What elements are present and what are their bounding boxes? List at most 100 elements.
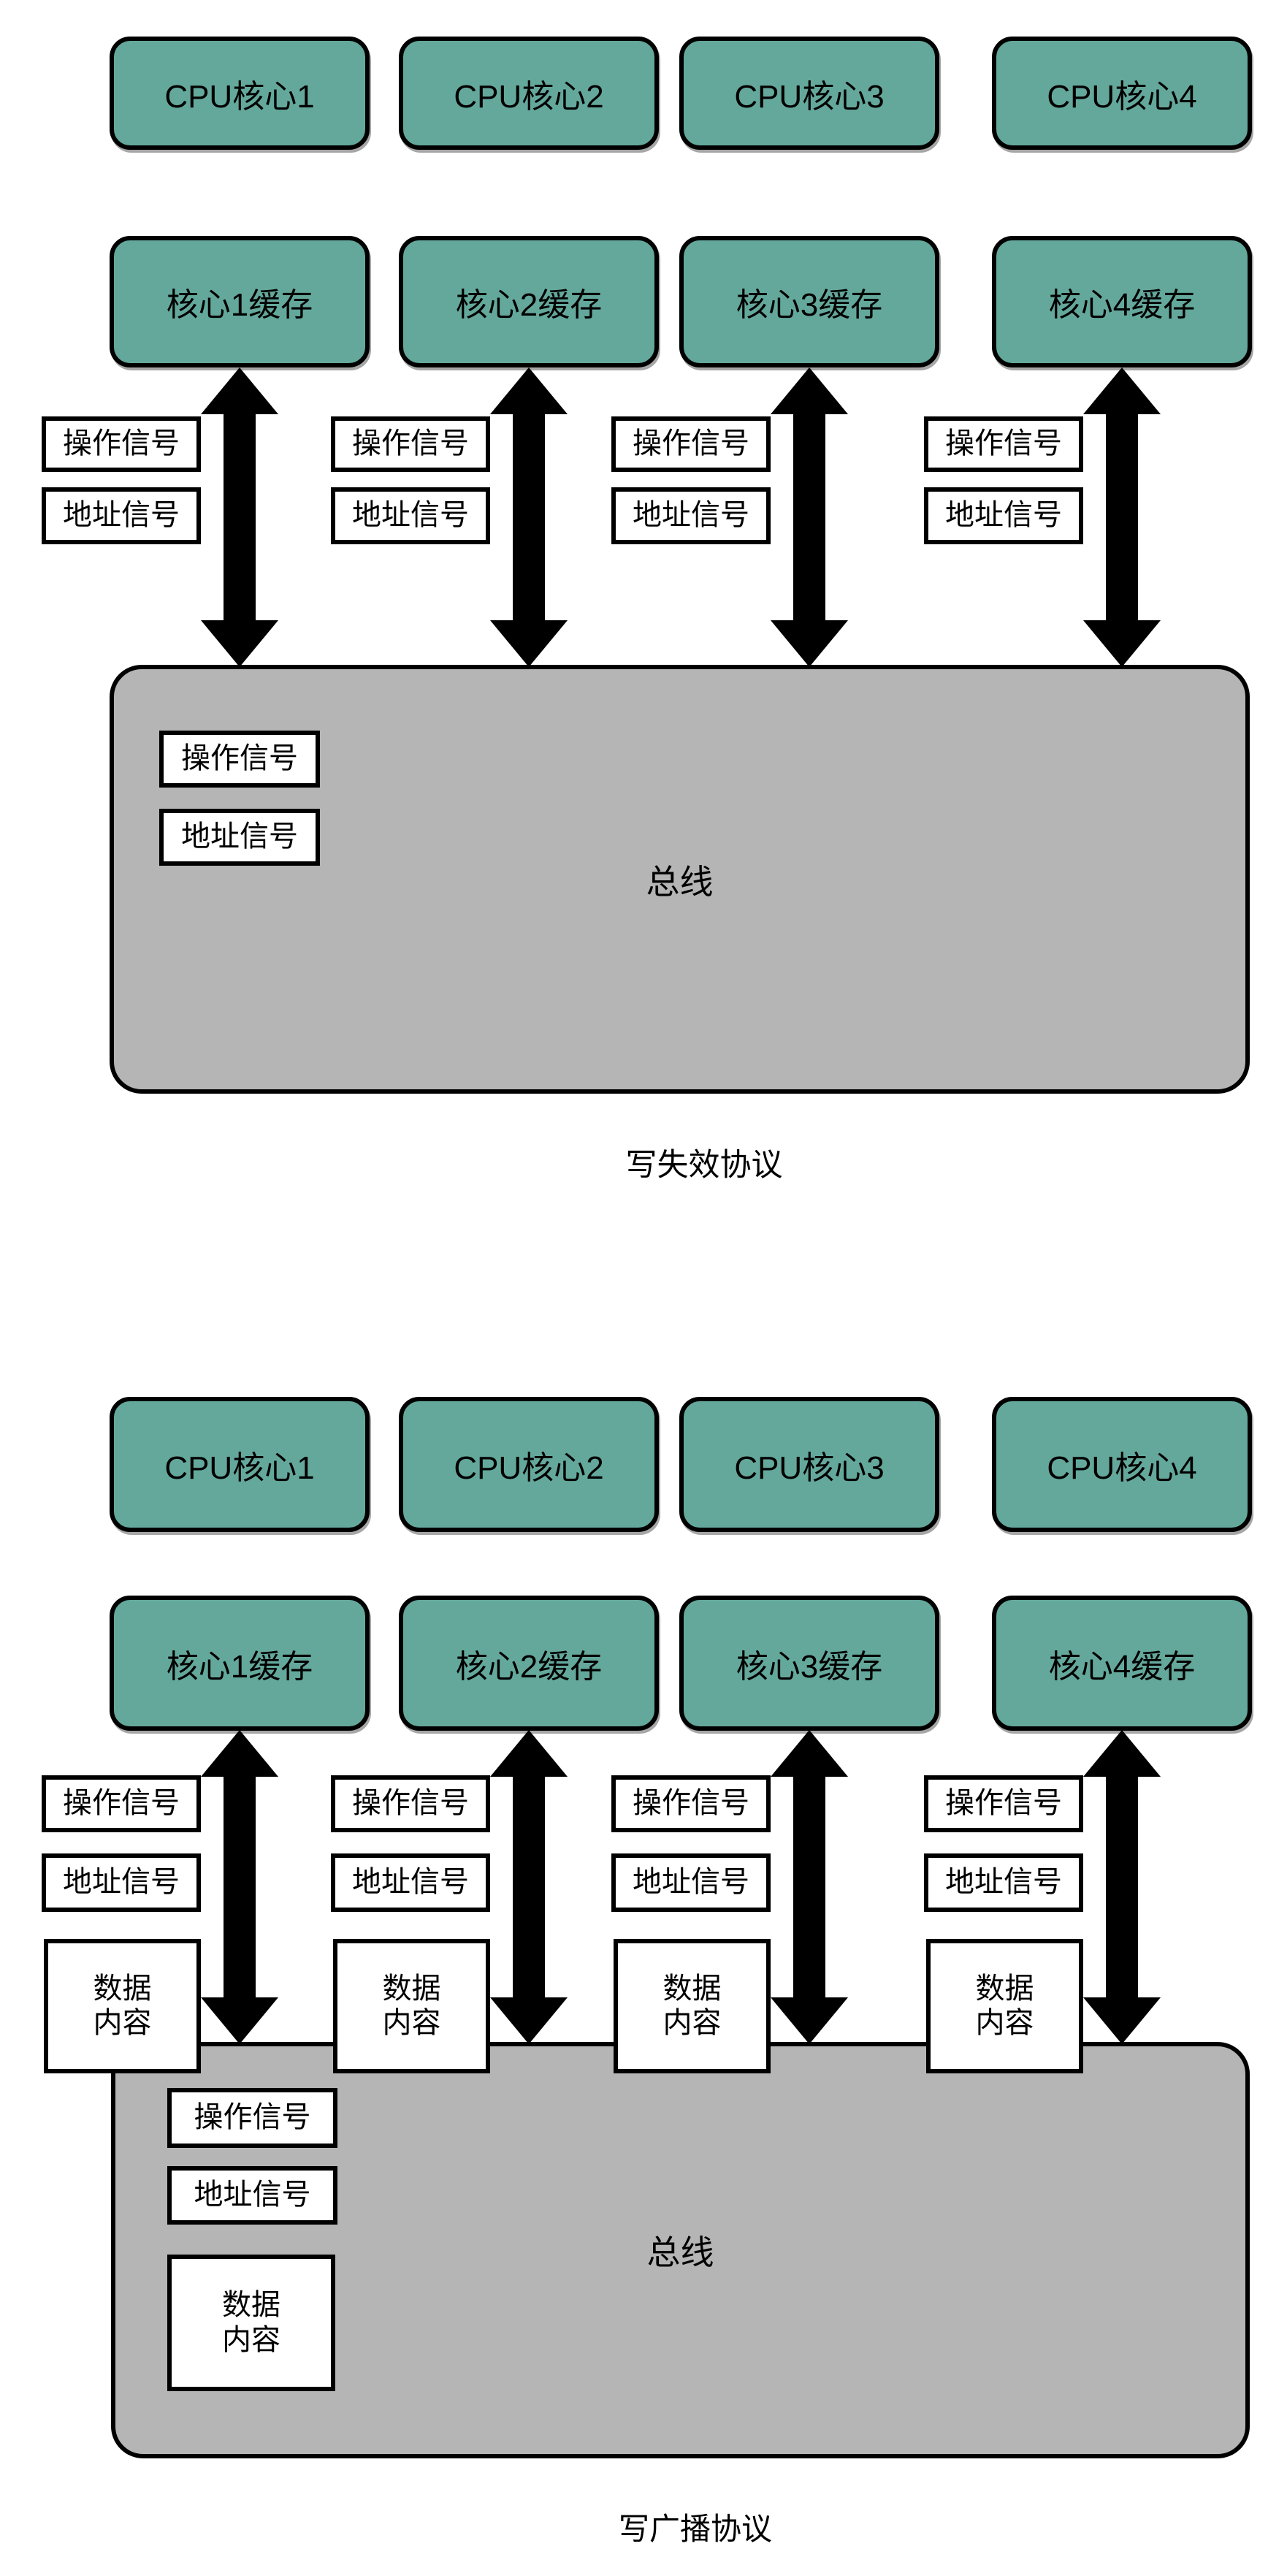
cpu-core-4-box: CPU核心4 bbox=[992, 1397, 1252, 1532]
core-1-cache-box: 核心1缓存 bbox=[110, 1596, 370, 1731]
addr-signal-text: 地址信号 bbox=[945, 499, 1062, 532]
bidirectional-arrow-icon bbox=[490, 1730, 568, 2044]
cpu-core-4-label: CPU核心4 bbox=[1047, 1449, 1197, 1486]
core-1-cache-label: 核心1缓存 bbox=[166, 1648, 313, 1685]
addr-signal-text: 地址信号 bbox=[633, 499, 749, 532]
core-2-cache-box: 核心2缓存 bbox=[399, 1596, 659, 1731]
addr-signal-text: 地址信号 bbox=[945, 1866, 1062, 1899]
arrow-shaft bbox=[793, 1774, 825, 2000]
bus-op-signal-text: 操作信号 bbox=[181, 742, 298, 775]
arrow-up-head-icon bbox=[201, 1730, 278, 1777]
data-content-label: 数据内容 bbox=[926, 1939, 1083, 2073]
arrow-down-head-icon bbox=[1083, 1997, 1161, 2044]
bidirectional-arrow-icon bbox=[771, 367, 848, 667]
bus-data-content-line-2: 内容 bbox=[222, 2323, 280, 2356]
arrow-down-head-icon bbox=[201, 1997, 278, 2044]
addr-signal-label: 地址信号 bbox=[611, 1853, 771, 1912]
op-signal-label: 操作信号 bbox=[331, 416, 490, 472]
data-content-label: 数据内容 bbox=[333, 1939, 490, 2073]
bus-op-signal-text: 操作信号 bbox=[194, 2101, 311, 2134]
arrow-down-head-icon bbox=[771, 1997, 848, 2044]
bus-data-content-label: 数据内容 bbox=[167, 2255, 335, 2391]
core-2-cache-label: 核心2缓存 bbox=[455, 287, 603, 323]
addr-signal-text: 地址信号 bbox=[352, 1866, 469, 1899]
op-signal-label: 操作信号 bbox=[611, 1775, 771, 1832]
arrow-up-head-icon bbox=[771, 1730, 848, 1777]
addr-signal-text: 地址信号 bbox=[352, 499, 469, 532]
bus-addr-signal-text: 地址信号 bbox=[194, 2179, 311, 2211]
cpu-core-1-box: CPU核心1 bbox=[110, 37, 370, 150]
core-3-cache-label: 核心3缓存 bbox=[736, 287, 883, 323]
core-2-cache-label: 核心2缓存 bbox=[455, 1648, 603, 1685]
core-1-cache-label: 核心1缓存 bbox=[166, 287, 313, 323]
arrow-down-head-icon bbox=[490, 1997, 568, 2044]
op-signal-text: 操作信号 bbox=[352, 1787, 469, 1820]
bus-op-signal-label: 操作信号 bbox=[159, 731, 320, 788]
arrow-down-head-icon bbox=[201, 620, 278, 667]
op-signal-label: 操作信号 bbox=[42, 1775, 201, 1832]
diagram-caption-text: 写失效协议 bbox=[625, 1148, 783, 1183]
op-signal-text: 操作信号 bbox=[945, 427, 1062, 460]
addr-signal-label: 地址信号 bbox=[331, 1853, 490, 1912]
bus-addr-signal-text: 地址信号 bbox=[181, 820, 298, 853]
op-signal-label: 操作信号 bbox=[42, 416, 201, 472]
addr-signal-text: 地址信号 bbox=[63, 499, 180, 532]
data-content-text: 数据内容 bbox=[93, 1972, 152, 2040]
op-signal-label: 操作信号 bbox=[611, 416, 771, 472]
core-4-cache-box: 核心4缓存 bbox=[992, 1596, 1252, 1731]
cpu-core-2-label: CPU核心2 bbox=[454, 78, 604, 115]
bidirectional-arrow-icon bbox=[771, 1730, 848, 2044]
cpu-core-2-label: CPU核心2 bbox=[454, 1449, 604, 1486]
op-signal-text: 操作信号 bbox=[945, 1787, 1062, 1820]
cpu-core-1-label: CPU核心1 bbox=[164, 78, 315, 115]
cpu-core-4-box: CPU核心4 bbox=[992, 37, 1252, 150]
core-4-cache-box: 核心4缓存 bbox=[992, 236, 1252, 367]
arrow-shaft bbox=[513, 411, 545, 623]
cpu-core-1-box: CPU核心1 bbox=[110, 1397, 370, 1532]
cpu-core-3-label: CPU核心3 bbox=[734, 78, 885, 115]
arrow-up-head-icon bbox=[771, 367, 848, 414]
bidirectional-arrow-icon bbox=[1083, 367, 1161, 667]
core-1-cache-box: 核心1缓存 bbox=[110, 236, 370, 367]
arrow-shaft bbox=[224, 411, 256, 623]
core-3-cache-label: 核心3缓存 bbox=[736, 1648, 883, 1685]
core-3-cache-box: 核心3缓存 bbox=[679, 236, 939, 367]
op-signal-label: 操作信号 bbox=[924, 1775, 1083, 1832]
op-signal-text: 操作信号 bbox=[633, 1787, 749, 1820]
arrow-up-head-icon bbox=[1083, 1730, 1161, 1777]
arrow-down-head-icon bbox=[1083, 620, 1161, 667]
bidirectional-arrow-icon bbox=[201, 1730, 278, 2044]
op-signal-text: 操作信号 bbox=[633, 427, 749, 460]
data-content-line-1: 数据 bbox=[382, 1972, 441, 2005]
data-content-text: 数据内容 bbox=[663, 1972, 722, 2040]
bus-addr-signal-label: 地址信号 bbox=[167, 2166, 337, 2225]
core-4-cache-label: 核心4缓存 bbox=[1048, 1648, 1196, 1685]
data-content-text: 数据内容 bbox=[976, 1972, 1034, 2040]
addr-signal-text: 地址信号 bbox=[63, 1866, 180, 1899]
arrow-up-head-icon bbox=[1083, 367, 1161, 414]
arrow-shaft bbox=[513, 1774, 545, 2000]
bus-data-content-text: 数据内容 bbox=[222, 2288, 280, 2357]
diagram-caption-text: 写广播协议 bbox=[618, 2512, 772, 2546]
addr-signal-label: 地址信号 bbox=[924, 487, 1083, 544]
data-content-line-2: 内容 bbox=[975, 2007, 1034, 2039]
arrow-up-head-icon bbox=[490, 367, 568, 414]
bus-addr-signal-label: 地址信号 bbox=[159, 809, 320, 866]
cpu-core-2-box: CPU核心2 bbox=[399, 1397, 659, 1532]
cpu-core-1-label: CPU核心1 bbox=[164, 1449, 315, 1486]
data-content-line-1: 数据 bbox=[93, 1972, 152, 2005]
addr-signal-label: 地址信号 bbox=[42, 1853, 201, 1912]
bidirectional-arrow-icon bbox=[1083, 1730, 1161, 2044]
diagram-caption: 写失效协议 bbox=[558, 1140, 850, 1185]
op-signal-text: 操作信号 bbox=[352, 427, 469, 460]
data-content-line-2: 内容 bbox=[662, 2007, 722, 2039]
cpu-core-2-box: CPU核心2 bbox=[399, 37, 659, 150]
data-content-label: 数据内容 bbox=[44, 1939, 201, 2073]
arrow-shaft bbox=[793, 411, 825, 623]
cpu-core-3-box: CPU核心3 bbox=[679, 37, 939, 150]
arrow-shaft bbox=[1106, 1774, 1138, 2000]
addr-signal-label: 地址信号 bbox=[331, 487, 490, 544]
op-signal-text: 操作信号 bbox=[63, 1787, 180, 1820]
addr-signal-label: 地址信号 bbox=[611, 487, 771, 544]
